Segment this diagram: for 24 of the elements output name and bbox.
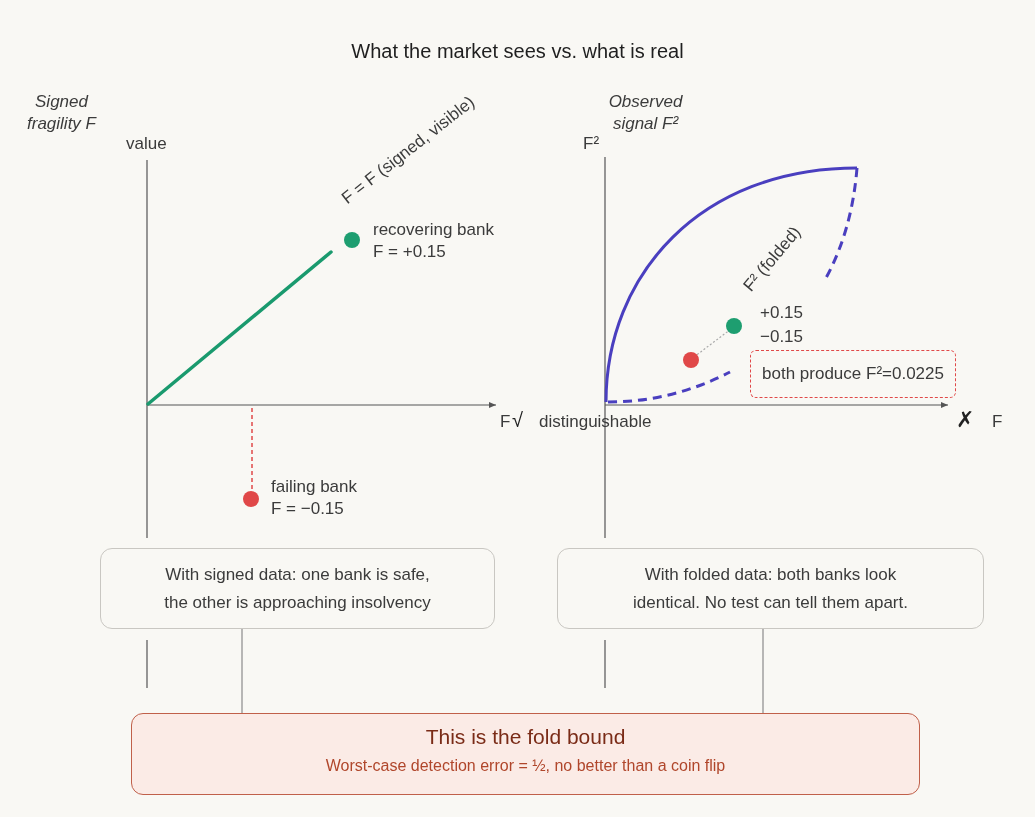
value-label: F = +0.15 bbox=[373, 241, 446, 263]
value-label: −0.15 bbox=[760, 326, 803, 348]
check-mark: √ bbox=[512, 408, 523, 433]
connector-line bbox=[241, 628, 243, 714]
axis-label: F bbox=[500, 411, 511, 433]
panel-subtitle: Worst-case detection error = ½, no better than a coin flip bbox=[325, 756, 726, 776]
chart-title: What the market sees vs. what is real bbox=[350, 39, 685, 64]
note-card: With folded data: both banks look identical. No test can tell them apart. bbox=[557, 548, 984, 629]
value-label: F = −0.15 bbox=[271, 498, 344, 520]
point-label: failing bank bbox=[271, 476, 357, 498]
summary-panel bbox=[131, 713, 920, 795]
axis-label: F² bbox=[583, 133, 600, 155]
point-label: recovering bank bbox=[373, 219, 494, 241]
panel-heading: This is the fold bound bbox=[425, 724, 626, 750]
value-label: +0.15 bbox=[760, 302, 803, 324]
connector-line bbox=[762, 628, 764, 714]
axis-label: F bbox=[992, 411, 1003, 433]
axis-title: Observed signal F² bbox=[607, 91, 684, 135]
callout-box: both produce F²=0.0225 bbox=[750, 350, 956, 398]
status-label: distinguishable bbox=[539, 411, 652, 433]
note-card: With signed data: one bank is safe, the other is approaching insolvency bbox=[100, 548, 495, 629]
cross-mark: ✗ bbox=[956, 406, 974, 434]
axis-title: Signed fragility F bbox=[26, 91, 98, 135]
axis-label: value bbox=[126, 133, 167, 155]
